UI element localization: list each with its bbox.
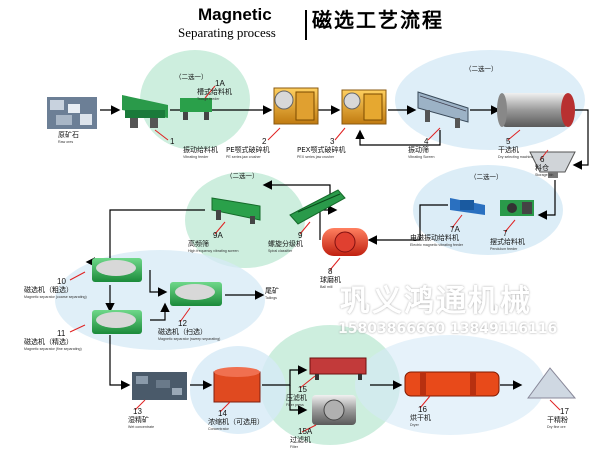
step-number: 2 (262, 138, 266, 146)
option-label-pendulum: （二选一） (470, 174, 503, 181)
step-number: 16 (418, 406, 427, 414)
step-number: 15A (298, 428, 312, 436)
step-number: 3 (330, 138, 334, 146)
concentrator-tank-image (214, 367, 260, 402)
step-number: 11 (57, 330, 65, 338)
step-name-en: Magnetic separator (fine separating) (24, 348, 82, 352)
leader-3 (335, 128, 345, 140)
step-name-en: Filter press (286, 404, 304, 408)
step-number: 17 (560, 408, 569, 416)
step-name-en: Dry fine ore (547, 426, 566, 430)
step-number: 1A (215, 80, 225, 88)
step-number: 12 (178, 320, 187, 328)
dry-selector-drum-image (497, 93, 575, 127)
step-name-cn: 烘干机 (410, 415, 431, 422)
step-name-en: Dry selecting machine (498, 156, 533, 160)
step-name-en: Magnetic separator (coarse separating) (24, 296, 87, 300)
step-number: 5 (506, 138, 510, 146)
step-number: 7A (450, 226, 460, 234)
step-number: 15 (298, 386, 307, 394)
step-name-en: Storage bin (535, 174, 553, 178)
mag-sep-coarse-image (92, 258, 142, 282)
watermark-phones: 15803866660 13849116116 (338, 322, 557, 336)
step-name-cn: 浓缩机（可选用） (208, 419, 264, 426)
step-name-en: Spiral classifier (268, 250, 292, 254)
option-label-dryselector: （二选一） (465, 66, 498, 73)
step-name-en: Trough feeder (197, 98, 219, 102)
step-name-cn: PE颚式破碎机 (226, 147, 270, 154)
step-name-en: Vibrating feeder (183, 156, 208, 160)
filter-drum-image (312, 395, 356, 425)
step-number: 9 (298, 232, 302, 240)
step-name-en: Vibrating Screen (408, 156, 435, 160)
step-name-en: Electric magnetic vibrating feeder (410, 244, 463, 248)
step-name-en: Magnetic separator (sweep separating) (158, 338, 220, 342)
title-english-line1: Magnetic (198, 6, 272, 23)
wet-concentrate-image (132, 372, 187, 400)
pendulum-feeder-image (500, 200, 534, 216)
step-name-en: Pendulum feeder (490, 248, 517, 252)
pex-jaw-crusher-image (342, 90, 386, 124)
step-name-cn: 干选机 (498, 147, 519, 154)
step-name-cn: 原矿石 (58, 132, 79, 139)
mag-sep-sweep-image (170, 282, 222, 306)
title-english-line2: Separating process (178, 26, 276, 39)
option-label-feeder: （二选一） (175, 74, 208, 81)
step-name-en: Raw ores (58, 141, 73, 145)
step-name-en: Ball mill (320, 286, 332, 290)
step-number: 9A (213, 232, 223, 240)
bubble-screen (185, 172, 305, 268)
step-name-cn: 过滤机 (290, 437, 311, 444)
step-name-cn: 湿精矿 (128, 417, 149, 424)
title-divider (305, 10, 307, 40)
step-name-cn: 尾矿 (265, 288, 279, 295)
step-name-cn: 振动给料机 (183, 147, 218, 154)
step-name-cn: 摆式给料机 (490, 239, 525, 246)
step-number: 8 (328, 268, 332, 276)
ball-mill-image (322, 228, 368, 256)
step-name-cn: 干精粉 (547, 417, 568, 424)
pe-jaw-crusher-image (274, 88, 318, 124)
leader-2 (268, 128, 280, 140)
title-chinese: 磁选工艺流程 (312, 10, 444, 30)
step-name-cn: 槽式给料机 (197, 89, 232, 96)
step-number: 13 (133, 408, 142, 416)
step-name-cn: 压滤机 (286, 395, 307, 402)
step-name-cn: 电磁振动给料机 (410, 235, 459, 242)
step-name-en: Filter (290, 446, 298, 450)
step-name-en: High frequency vibrating screen (188, 250, 239, 254)
option-label-screen: （二选一） (226, 173, 259, 180)
step-name-en: Tailings (265, 297, 277, 301)
raw-ore-image (47, 97, 97, 129)
step-name-en: Concentrator (208, 428, 229, 432)
step-name-cn: 振动筛 (408, 147, 429, 154)
step-name-cn: 料仓 (535, 165, 549, 172)
step-name-en: PEX series jaw crusher (297, 156, 334, 160)
step-name-cn: 球磨机 (320, 277, 341, 284)
mag-sep-fine-image (92, 310, 142, 334)
step-name-cn: 螺旋分级机 (268, 241, 303, 248)
step-name-cn: 磁选机（扫选） (158, 329, 207, 336)
step-name-en: PE series jaw crusher (226, 156, 261, 160)
dryer-image (405, 372, 499, 396)
step-number: 6 (540, 156, 544, 164)
step-name-cn: 磁选机（精选） (24, 339, 73, 346)
step-number: 10 (57, 278, 66, 286)
leader-17 (550, 400, 560, 410)
step-name-cn: 磁选机（粗选） (24, 287, 73, 294)
step-name-en: Wet concentrate (128, 426, 154, 430)
step-number: 7 (503, 230, 507, 238)
step-number: 1 (170, 138, 174, 146)
step-name-en: Dryer (410, 424, 419, 428)
watermark-brand: 巩义鸿通机械 (340, 287, 532, 317)
step-name-cn: 高频筛 (188, 241, 209, 248)
step-number: 4 (424, 138, 428, 146)
step-number: 14 (218, 410, 227, 418)
step-name-cn: PEX颚式破碎机 (297, 147, 345, 154)
